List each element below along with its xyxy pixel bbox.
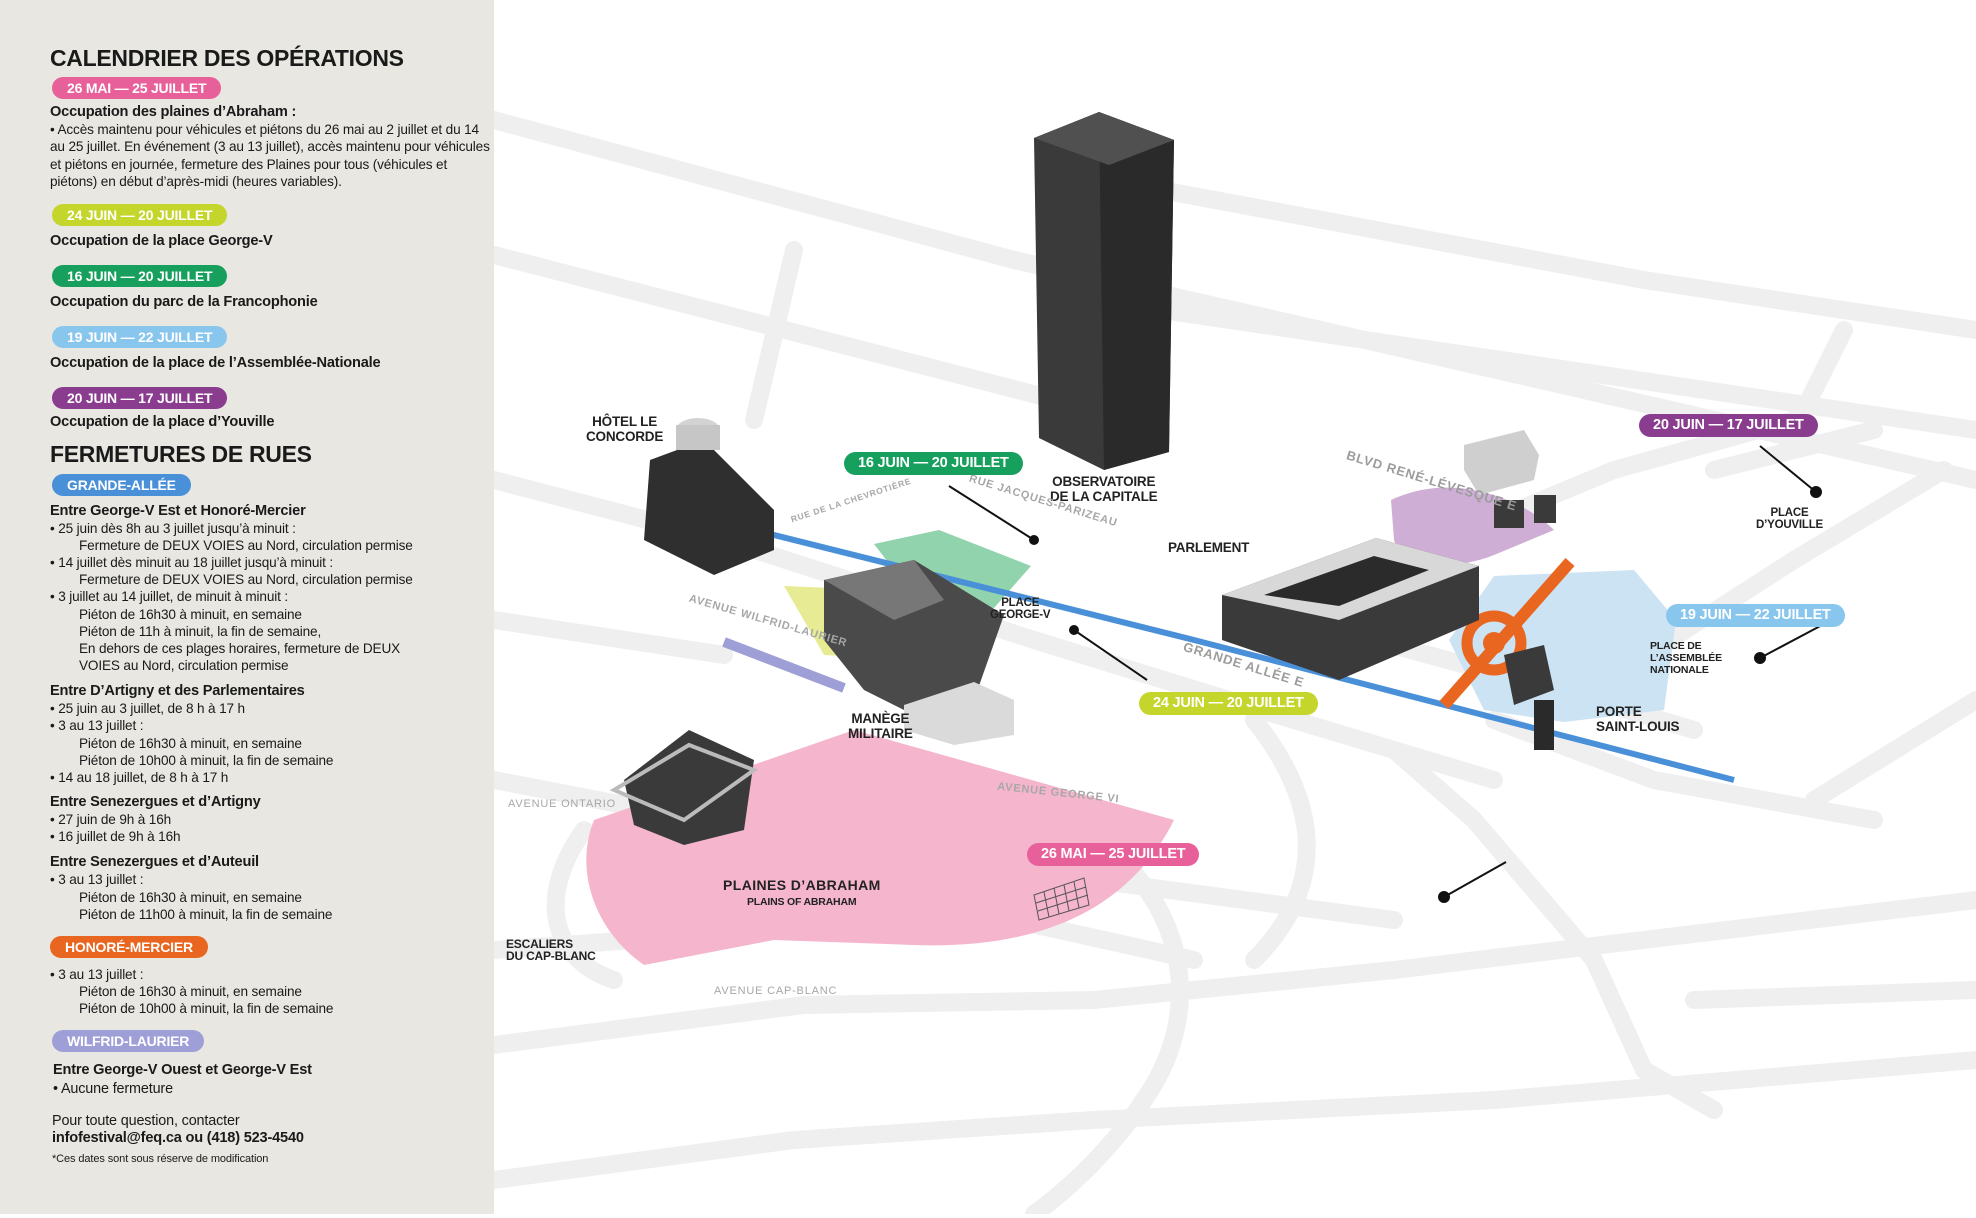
observatoire-building <box>1034 112 1174 470</box>
closure-line: Piéton de 10h00 à minuit, la fin de sema… <box>79 1001 334 1016</box>
calendar-title: CALENDRIER DES OPÉRATIONS <box>50 45 404 71</box>
closure-line: Piéton de 10h00 à minuit, la fin de sema… <box>79 753 334 768</box>
label-porte-saint-louis: PORTE SAINT-LOUIS <box>1596 704 1680 734</box>
honore-mercier-line <box>1439 558 1575 709</box>
date-pill-plaines: 26 MAI — 25 JUILLET <box>52 77 222 99</box>
closure-line: En dehors de ces plages horaires, fermet… <box>79 641 401 656</box>
date-pill-francophonie: 16 JUIN — 20 JUILLET <box>52 265 228 287</box>
wilfrid-laurier-line <box>722 637 846 693</box>
closure-line: • 16 juillet de 9h à 16h <box>50 829 181 844</box>
street-pill-wilfrid-laurier: WILFRID-LAURIER <box>52 1030 205 1052</box>
closure-line: Piéton de 16h30 à minuit, en semaine <box>79 984 302 999</box>
closure-line: • 3 au 13 juillet : <box>50 718 144 733</box>
closure-line: • 3 au 13 juillet : <box>50 872 144 887</box>
label-place-george-v: PLACE GEORGE-V <box>990 597 1051 621</box>
label-plaines-en: PLAINS OF ABRAHAM <box>747 896 857 908</box>
closure-line: • 25 juin dès 8h au 3 juillet jusqu’à mi… <box>50 521 296 536</box>
youville-buildings <box>1464 430 1556 528</box>
leader-lines <box>948 445 1825 903</box>
closure-line: Piéton de 16h30 à minuit, en semaine <box>79 607 302 622</box>
label-observatoire: OBSERVATOIRE DE LA CAPITALE <box>1050 474 1158 504</box>
closure-title-senezergues-artigny: Entre Senezergues et d’Artigny <box>50 794 261 810</box>
date-pill-youville: 20 JUIN — 17 JUILLET <box>52 387 228 409</box>
closure-title-dartigny: Entre D’Artigny et des Parlementaires <box>50 683 305 699</box>
street-ontario: AVENUE ONTARIO <box>508 798 616 810</box>
label-escaliers: ESCALIERS DU CAP-BLANC <box>506 937 596 963</box>
hotel-concorde-building <box>644 418 774 575</box>
closure-title-senezergues-auteuil: Entre Senezergues et d’Auteuil <box>50 854 259 870</box>
contact-email-phone[interactable]: infofestival@feq.ca ou (418) 523-4540 <box>52 1130 304 1146</box>
closure-line: Fermeture de DEUX VOIES au Nord, circula… <box>79 572 413 587</box>
label-place-assemblee: PLACE DE L’ASSEMBLÉE NATIONALE <box>1650 640 1722 676</box>
map-pill-plaines: 26 MAI — 25 JUILLET <box>1027 843 1200 866</box>
op-title-plaines: Occupation des plaines d’Abraham : <box>50 104 297 120</box>
closure-line: • Aucune fermeture <box>53 1081 173 1097</box>
op-title-george-v: Occupation de la place George-V <box>50 233 273 249</box>
label-plaines: PLAINES D’ABRAHAM <box>723 877 881 893</box>
date-pill-assemblee: 19 JUIN — 22 JUILLET <box>52 326 228 348</box>
manege-building <box>824 560 1014 745</box>
closure-line: • 25 juin au 3 juillet, de 8 h à 17 h <box>50 701 245 716</box>
map-pill-francophonie: 16 JUIN — 20 JUILLET <box>844 452 1023 475</box>
closure-line: • 27 juin de 9h à 16h <box>50 812 172 827</box>
label-parlement: PARLEMENT <box>1168 540 1250 555</box>
closure-line: • 3 au 13 juillet : <box>50 967 144 982</box>
closure-line: Fermeture de DEUX VOIES au Nord, circula… <box>79 538 413 553</box>
footnote: *Ces dates sont sous réserve de modifica… <box>52 1153 269 1165</box>
closure-line: Piéton de 16h30 à minuit, en semaine <box>79 736 302 751</box>
target-marker <box>1461 610 1527 676</box>
street-cap-blanc: AVENUE CAP-BLANC <box>714 985 838 997</box>
assemblee-zone <box>1449 570 1676 722</box>
closure-title-george-honore: Entre George-V Est et Honoré-Mercier <box>50 503 306 519</box>
date-pill-george-v: 24 JUIN — 20 JUILLET <box>52 204 228 226</box>
closure-line: VOIES au Nord, circulation permise <box>79 658 289 673</box>
porte-saint-louis <box>1504 645 1554 750</box>
op-title-francophonie: Occupation du parc de la Francophonie <box>50 294 318 310</box>
parlement-building <box>1222 538 1479 680</box>
map-pill-assemblee: 19 JUIN — 22 JUILLET <box>1666 604 1845 627</box>
label-manege: MANÈGE MILITAIRE <box>848 711 913 741</box>
op-title-assemblee: Occupation de la place de l’Assemblée-Na… <box>50 355 381 371</box>
plaines-stage <box>609 730 759 845</box>
festival-map: HÔTEL LE CONCORDE OBSERVATOIRE DE LA CAP… <box>494 0 1976 1214</box>
contact-line: Pour toute question, contacter <box>52 1113 240 1129</box>
op-text-plaines: • Accès maintenu pour véhicules et piéto… <box>50 122 490 189</box>
calendar-sidebar: CALENDRIER DES OPÉRATIONS 26 MAI — 25 JU… <box>0 0 494 1214</box>
closures-title: FERMETURES DE RUES <box>50 441 312 467</box>
closure-line: Piéton de 11h à minuit, la fin de semain… <box>79 624 322 639</box>
closure-line: • 3 juillet au 14 juillet, de minuit à m… <box>50 589 288 604</box>
map-pill-youville: 20 JUIN — 17 JUILLET <box>1639 414 1818 437</box>
closure-line: • 14 au 18 juillet, de 8 h à 17 h <box>50 770 229 785</box>
closure-line: • 14 juillet dès minuit au 18 juillet ju… <box>50 555 334 570</box>
label-place-youville: PLACE D’YOUVILLE <box>1756 507 1824 531</box>
closure-line: Piéton de 11h00 à minuit, la fin de sema… <box>79 907 333 922</box>
street-pill-honore-mercier: HONORÉ-MERCIER <box>50 936 208 958</box>
map-pill-george-v: 24 JUIN — 20 JUILLET <box>1139 692 1318 715</box>
label-hotel-concorde: HÔTEL LE CONCORDE <box>586 414 664 444</box>
closure-line: Piéton de 16h30 à minuit, en semaine <box>79 890 302 905</box>
op-title-youville: Occupation de la place d’Youville <box>50 414 275 430</box>
closure-title-george-v: Entre George-V Ouest et George-V Est <box>53 1062 312 1078</box>
street-pill-grande-allee: GRANDE-ALLÉE <box>52 474 191 496</box>
screen-grid <box>1033 877 1090 921</box>
